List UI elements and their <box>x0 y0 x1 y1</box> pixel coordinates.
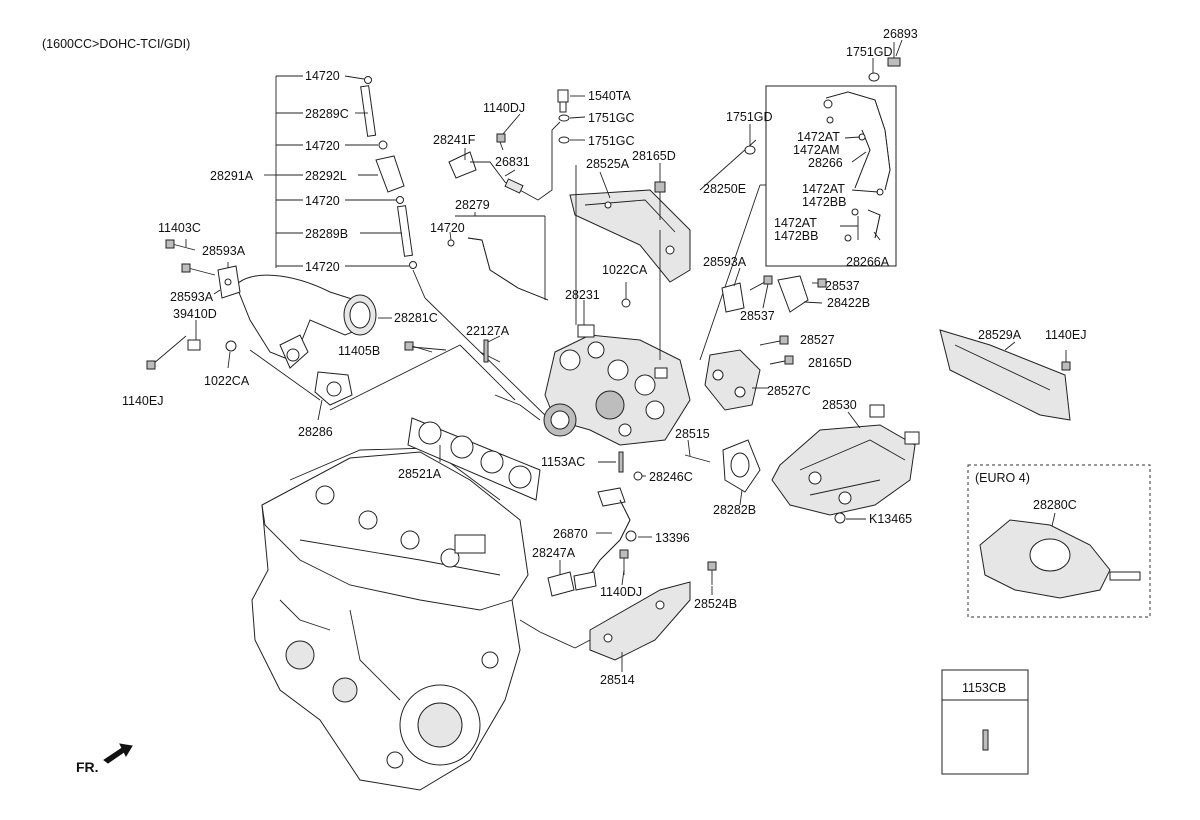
turbo-intake-pipe <box>235 274 377 369</box>
label-K13465: K13465 <box>869 512 912 526</box>
label-28422B: 28422B <box>827 296 870 310</box>
label-28593A-right: 28593A <box>703 255 747 269</box>
label-28165D-right: 28165D <box>808 356 852 370</box>
label-28524B: 28524B <box>694 597 737 611</box>
catalytic-converter <box>771 404 920 516</box>
engine-spec-label: (1600CC>DOHC-TCI/GDI) <box>42 37 190 51</box>
label-28515: 28515 <box>675 427 710 441</box>
label-28292L: 28292L <box>305 169 347 183</box>
label-14720-b: 14720 <box>305 139 340 153</box>
label-26870: 26870 <box>553 527 588 541</box>
label-28247A: 28247A <box>532 546 576 560</box>
callout-leaders <box>185 39 1016 672</box>
label-14720-c: 14720 <box>305 194 340 208</box>
label-28241F: 28241F <box>433 133 476 147</box>
label-1540TA: 1540TA <box>588 89 632 103</box>
euro4-title: (EURO 4) <box>975 471 1030 485</box>
front-arrow-icon <box>103 743 133 764</box>
label-28514: 28514 <box>600 673 635 687</box>
label-28266: 28266 <box>808 156 843 170</box>
stud-1153CB-image <box>982 729 989 751</box>
label-28266A: 28266A <box>846 255 890 269</box>
bracket-28422B <box>777 275 809 313</box>
label-39410D: 39410D <box>173 307 217 321</box>
label-1751GC-a: 1751GC <box>588 111 635 125</box>
exhaust-manifold-gasket <box>407 417 541 501</box>
label-1153AC: 1153AC <box>541 455 585 469</box>
turbo-support-bracket <box>589 581 691 661</box>
manifold-heat-shield <box>704 349 761 411</box>
label-28281C: 28281C <box>394 311 438 325</box>
label-28165D-top: 28165D <box>632 149 676 163</box>
label-28530: 28530 <box>822 398 857 412</box>
euro4-part-label: 28280C <box>1033 498 1077 512</box>
engine-block <box>251 447 529 791</box>
label-14720-d: 14720 <box>305 260 340 274</box>
label-28282B: 28282B <box>713 503 756 517</box>
front-label: FR. <box>76 759 99 775</box>
label-14720-e: 14720 <box>430 221 465 235</box>
label-28593A-left-2: 28593A <box>170 290 214 304</box>
return-pipe <box>447 215 549 301</box>
label-1022CA-center: 1022CA <box>602 263 648 277</box>
left-bolts <box>146 239 501 370</box>
label-1022CA-left: 1022CA <box>204 374 250 388</box>
label-11403C: 11403C <box>158 221 201 235</box>
label-28286: 28286 <box>298 425 333 439</box>
label-1472BB-b: 1472BB <box>774 229 818 243</box>
label-1751GD-b: 1751GD <box>726 110 773 124</box>
label-28593A-left: 28593A <box>202 244 246 258</box>
stud-22127A <box>483 339 489 363</box>
stud-1153AC <box>618 451 624 473</box>
label-14720-a: 14720 <box>305 69 340 83</box>
banjo-bolt-washers <box>557 89 570 144</box>
label-28537-b: 28537 <box>740 309 775 323</box>
label-13396: 13396 <box>655 531 690 545</box>
catalyst-heat-shield <box>939 329 1071 421</box>
label-1472AM: 1472AM <box>793 143 840 157</box>
label-28289B: 28289B <box>305 227 348 241</box>
label-1140EJ-left: 1140EJ <box>122 394 163 408</box>
label-28291A: 28291A <box>210 169 254 183</box>
label-28529A: 28529A <box>978 328 1022 342</box>
label-1751GC-b: 1751GC <box>588 134 635 148</box>
label-28289C: 28289C <box>305 107 349 121</box>
label-22127A: 22127A <box>466 324 510 338</box>
catalyst-gasket <box>722 439 761 493</box>
label-1472AT-b: 1472AT <box>802 182 845 196</box>
euro4-inset: (EURO 4) 28280C <box>967 464 1151 618</box>
label-28525A: 28525A <box>586 157 630 171</box>
label-1472AT-c: 1472AT <box>774 216 817 230</box>
coolant-pipe-assembly <box>744 42 901 267</box>
part-box-1153CB: 1153CB <box>941 669 1029 775</box>
label-28279: 28279 <box>455 198 490 212</box>
label-28527C: 28527C <box>767 384 811 398</box>
label-28250E: 28250E <box>703 182 746 196</box>
turbocharger-manifold <box>494 324 691 446</box>
right-bracket-28593A <box>721 282 745 313</box>
oil-return-pipe <box>547 487 631 597</box>
front-direction-indicator: FR. <box>76 743 133 775</box>
label-11405B: 11405B <box>338 344 380 358</box>
label-28537-a: 28537 <box>825 279 860 293</box>
label-1472AT-a: 1472AT <box>797 130 840 144</box>
label-1140DJ-top: 1140DJ <box>483 101 525 115</box>
oil-feed-pipe <box>448 121 561 201</box>
coolant-hose-assembly <box>360 76 417 269</box>
label-28521A: 28521A <box>398 467 442 481</box>
label-1751GD-a: 1751GD <box>846 45 893 59</box>
label-26893: 26893 <box>883 27 918 41</box>
label-1140DJ-bottom: 1140DJ <box>600 585 642 599</box>
label-28231: 28231 <box>565 288 600 302</box>
label-28246C: 28246C <box>649 470 693 484</box>
callout-labels: 14720 28289C 14720 28292L 14720 28289B 1… <box>122 27 1086 687</box>
label-26831: 26831 <box>495 155 530 169</box>
label-1140EJ-right: 1140EJ <box>1045 328 1086 342</box>
label-1472BB-a: 1472BB <box>802 195 846 209</box>
label-28527: 28527 <box>800 333 835 347</box>
box-1153CB-title: 1153CB <box>962 681 1006 695</box>
